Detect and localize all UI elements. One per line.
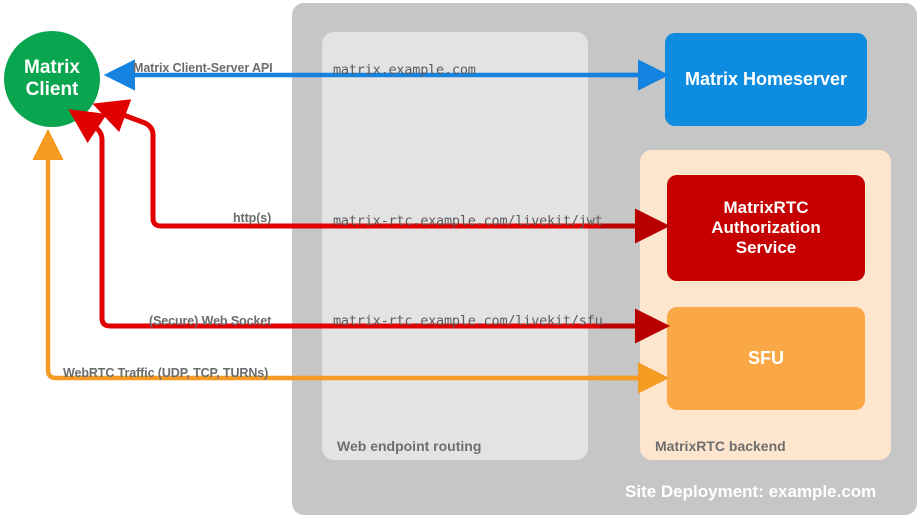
web-endpoint-routing-panel xyxy=(322,32,588,460)
connection-line-webrtc xyxy=(32,128,660,381)
connection-line-https xyxy=(92,99,660,229)
matrix-client-circle[interactable] xyxy=(4,31,100,127)
matrixrtc-auth-service-box[interactable] xyxy=(667,175,865,281)
matrix-homeserver-box[interactable] xyxy=(665,33,867,126)
sfu-box[interactable] xyxy=(667,307,865,410)
connection-line-websocket xyxy=(68,109,660,329)
